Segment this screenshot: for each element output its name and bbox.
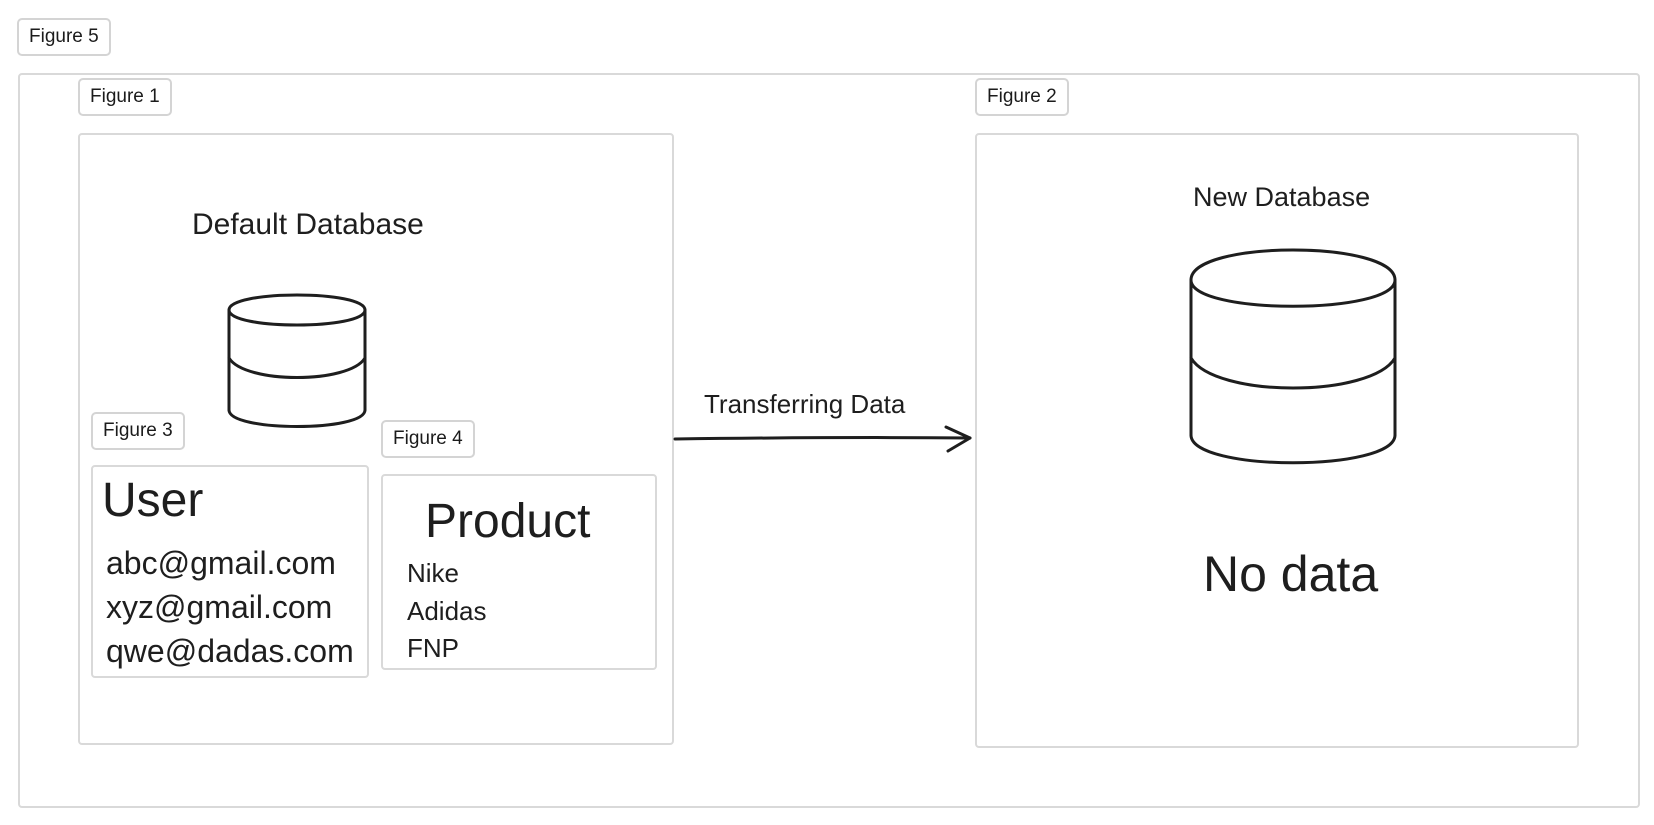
new-database-icon — [1189, 248, 1397, 465]
figure4-label[interactable]: Figure 4 — [381, 420, 475, 458]
figure3-frame[interactable] — [91, 465, 369, 678]
figure2-label[interactable]: Figure 2 — [975, 78, 1069, 116]
user-heading: User — [102, 474, 204, 527]
figure1-frame[interactable] — [78, 133, 674, 745]
figure3-label[interactable]: Figure 3 — [91, 412, 185, 450]
figure5-frame[interactable] — [18, 73, 1640, 808]
user-item: qwe@dadas.com — [106, 633, 354, 669]
figure4-frame[interactable] — [381, 474, 657, 670]
product-item: Adidas — [407, 596, 487, 626]
user-item: xyz@gmail.com — [106, 589, 333, 625]
figure2-frame[interactable] — [975, 133, 1579, 748]
product-item: FNP — [407, 633, 459, 663]
default-database-icon — [227, 293, 367, 428]
new-database-title: New Database — [1193, 182, 1371, 212]
no-data-text: No data — [1203, 546, 1379, 602]
product-item: Nike — [407, 558, 460, 588]
transfer-label: Transferring Data — [704, 389, 906, 419]
user-item: abc@gmail.com — [106, 545, 336, 581]
arrow-right-icon — [673, 425, 972, 453]
default-database-title: Default Database — [192, 208, 424, 241]
figure5-label[interactable]: Figure 5 — [17, 18, 111, 56]
figure1-label[interactable]: Figure 1 — [78, 78, 172, 116]
product-heading: Product — [425, 495, 591, 548]
